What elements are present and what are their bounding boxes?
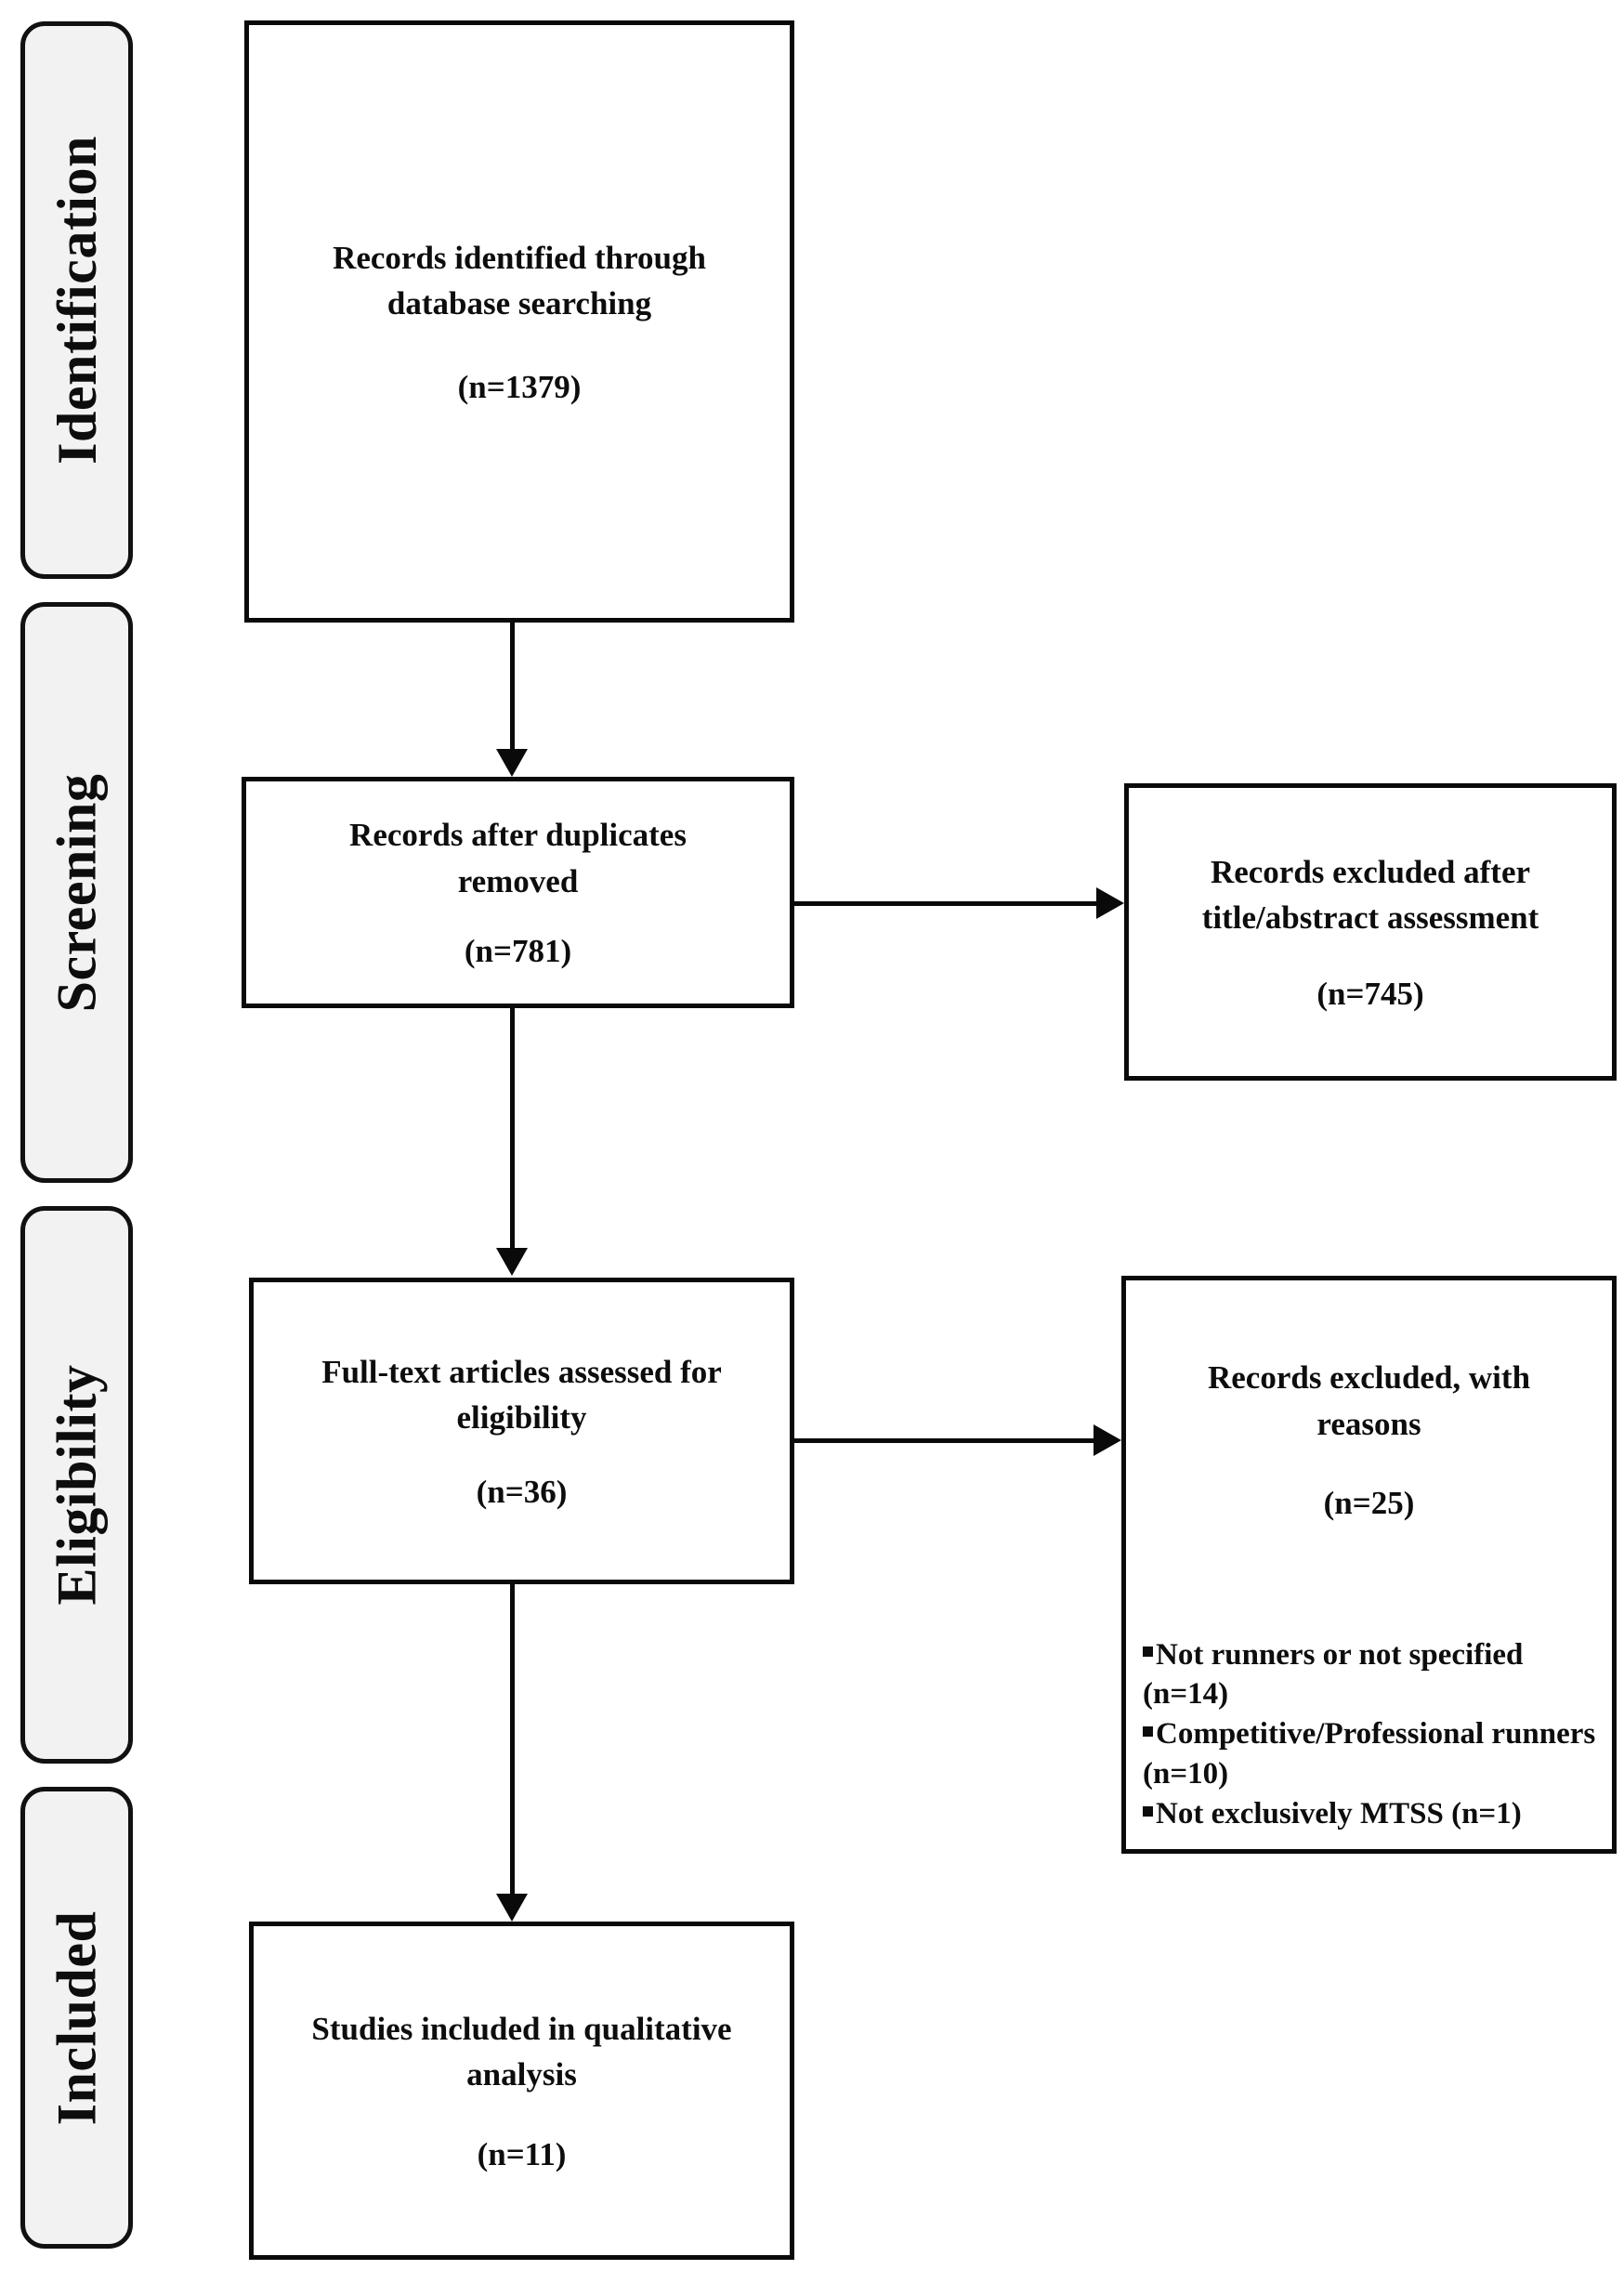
box-excluded-title-abstract-content: Records excluded after title/abstract as… — [1129, 849, 1612, 1016]
exclusion-reasons-list: Not runners or not specified (n=14) Comp… — [1143, 1635, 1603, 1834]
box-records-identified-title: Records identified through database sear… — [333, 239, 706, 322]
box-records-after-duplicates-content: Records after duplicates removed (n=781) — [246, 812, 790, 973]
exclusion-reason-item: Competitive/Professional runners (n=10) — [1143, 1714, 1603, 1794]
arrowhead-fulltext-to-excluded-reasons — [1094, 1424, 1121, 1456]
stage-bar-screening: Screening — [20, 602, 133, 1183]
box-records-identified: Records identified through database sear… — [244, 20, 794, 623]
box-fulltext-assessed-title: Full-text articles assessed for eligibil… — [321, 1353, 722, 1437]
box-records-after-duplicates: Records after duplicates removed (n=781) — [242, 777, 794, 1008]
box-excluded-title-abstract-count: (n=745) — [1316, 975, 1424, 1012]
connector-fulltext-to-included — [510, 1584, 515, 1896]
box-records-after-duplicates-title: Records after duplicates removed — [349, 817, 687, 899]
box-studies-included-count: (n=11) — [477, 2135, 567, 2172]
stage-label-screening: Screening — [46, 773, 108, 1012]
exclusion-reason-item: Not runners or not specified (n=14) — [1143, 1635, 1603, 1715]
arrowhead-identified-to-duplicates — [496, 749, 528, 777]
square-bullet-icon — [1143, 1726, 1153, 1738]
stage-bar-included: Included — [20, 1787, 133, 2249]
box-fulltext-assessed-count: (n=36) — [476, 1473, 568, 1510]
box-studies-included-title: Studies included in qualitative analysis — [311, 2010, 732, 2093]
arrowhead-duplicates-to-fulltext — [496, 1248, 528, 1276]
stage-label-identification: Identification — [46, 136, 108, 465]
connector-identified-to-duplicates — [510, 623, 515, 751]
stage-label-eligibility: Eligibility — [46, 1364, 108, 1606]
box-excluded-with-reasons-count: (n=25) — [1323, 1485, 1415, 1522]
connector-duplicates-to-excluded — [794, 901, 1099, 906]
box-studies-included: Studies included in qualitative analysis… — [249, 1922, 794, 2260]
square-bullet-icon — [1143, 1647, 1153, 1658]
box-records-identified-count: (n=1379) — [457, 368, 582, 405]
stage-label-included: Included — [46, 1910, 108, 2125]
box-records-after-duplicates-count: (n=781) — [464, 933, 572, 970]
stage-bar-eligibility: Eligibility — [20, 1206, 133, 1764]
exclusion-reason-text: Competitive/Professional runners (n=10) — [1143, 1717, 1596, 1791]
box-excluded-with-reasons-content: Records excluded, with reasons (n=25) — [1126, 1280, 1612, 1525]
box-records-identified-content: Records identified through database sear… — [249, 235, 790, 409]
box-excluded-title-abstract: Records excluded after title/abstract as… — [1124, 783, 1617, 1081]
box-excluded-with-reasons-title: Records excluded, with reasons — [1207, 1359, 1531, 1442]
exclusion-reason-text: Not runners or not specified (n=14) — [1143, 1637, 1524, 1712]
box-studies-included-content: Studies included in qualitative analysis… — [254, 2006, 790, 2176]
connector-duplicates-to-fulltext — [510, 1008, 515, 1250]
stage-bar-identification: Identification — [20, 21, 133, 579]
box-fulltext-assessed: Full-text articles assessed for eligibil… — [249, 1278, 794, 1584]
box-fulltext-assessed-content: Full-text articles assessed for eligibil… — [254, 1349, 790, 1514]
square-bullet-icon — [1143, 1805, 1153, 1817]
box-excluded-title-abstract-title: Records excluded after title/abstract as… — [1201, 853, 1539, 937]
connector-fulltext-to-excluded-reasons — [794, 1438, 1096, 1443]
arrowhead-fulltext-to-included — [496, 1894, 528, 1922]
exclusion-reason-text: Not exclusively MTSS (n=1) — [1156, 1797, 1522, 1831]
box-excluded-with-reasons: Records excluded, with reasons (n=25) No… — [1121, 1276, 1617, 1854]
exclusion-reason-item: Not exclusively MTSS (n=1) — [1143, 1794, 1603, 1834]
arrowhead-duplicates-to-excluded — [1096, 887, 1124, 919]
